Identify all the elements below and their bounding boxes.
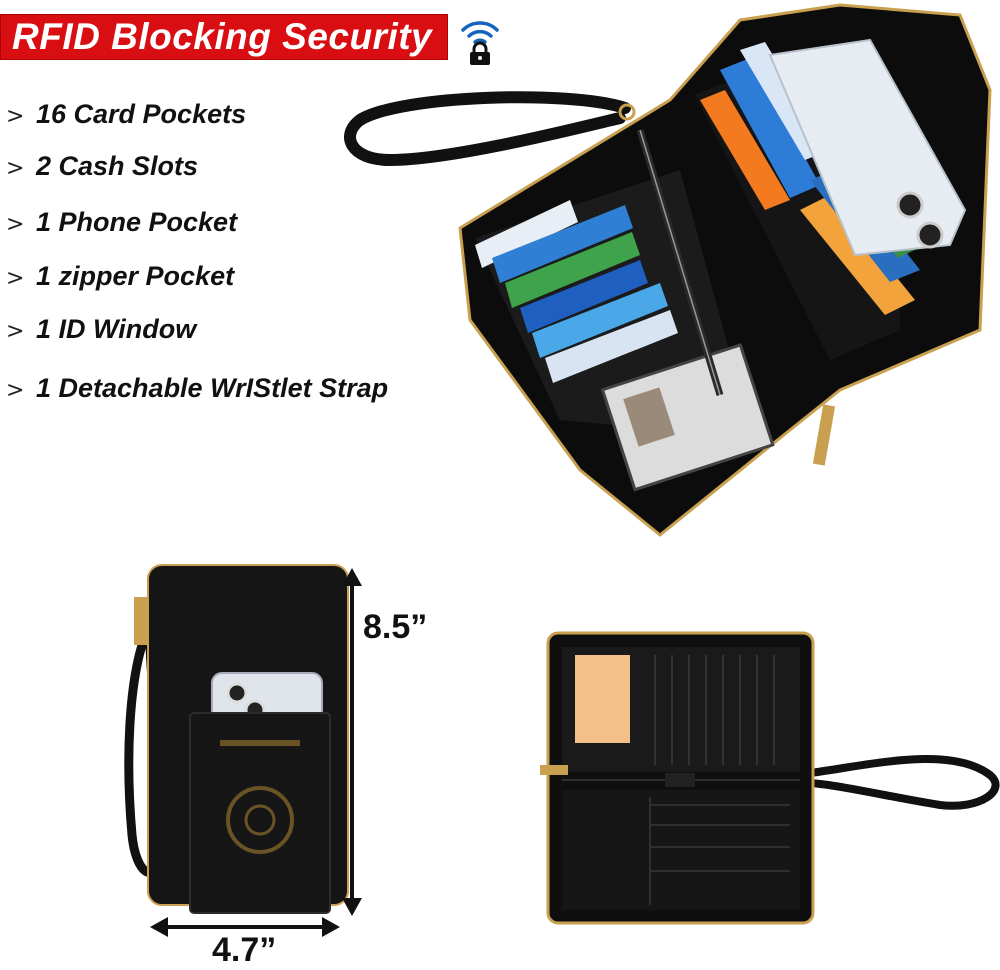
- chevron-right-icon: >: [6, 212, 25, 237]
- chevron-right-icon: >: [6, 319, 25, 344]
- wallet-interior-photo: [540, 631, 1000, 925]
- wifi-lock-icon: [461, 21, 499, 65]
- height-arrow: [342, 568, 362, 916]
- width-dimension-label: 4.7”: [212, 931, 277, 969]
- banner-title: RFID Blocking Security: [12, 16, 433, 57]
- feature-card-pockets: >16 Card Pockets: [6, 94, 246, 134]
- chevron-right-icon: >: [6, 156, 25, 181]
- closed-wallet-photo: [124, 564, 349, 914]
- feature-zipper-pocket: >1 zipper Pocket: [6, 256, 234, 296]
- height-dimension-label: 8.5”: [363, 608, 428, 646]
- feature-wristlet-strap: >1 Detachable WrIStlet Strap: [6, 368, 388, 408]
- open-wallet-photo: [344, 3, 992, 537]
- rfid-banner: [0, 14, 448, 60]
- chevron-right-icon: >: [6, 266, 25, 291]
- feature-cash-slots: >2 Cash Slots: [6, 146, 198, 186]
- chevron-right-icon: >: [6, 378, 25, 403]
- chevron-right-icon: >: [6, 104, 25, 129]
- feature-phone-pocket: >1 Phone Pocket: [6, 202, 237, 242]
- width-arrow: [150, 917, 340, 937]
- feature-id-window: >1 ID Window: [6, 309, 196, 349]
